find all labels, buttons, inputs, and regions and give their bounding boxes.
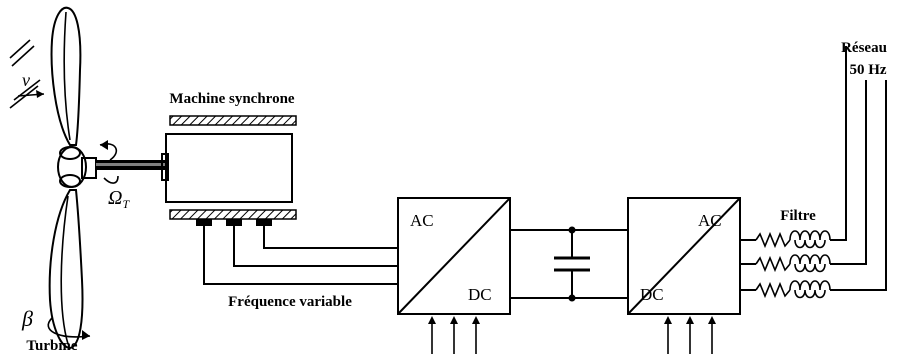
variable-frequency-label: Fréquence variable [228, 294, 352, 310]
dc-bus-capacitor [510, 226, 628, 302]
omega-label: ΩT [108, 187, 130, 211]
rectifier-dc-label: DC [468, 285, 492, 304]
turbine-label: Turbine [26, 338, 77, 354]
machine-output-wires [203, 226, 398, 285]
grid-label: Réseau [841, 40, 887, 56]
wind-speed-label: v [22, 70, 30, 90]
inverter-ac-label: AC [698, 211, 722, 230]
synchronous-machine: Machine synchrone [161, 91, 297, 226]
shaft: ΩT [96, 140, 166, 211]
grid-connection: Réseau 50 Hz [841, 40, 887, 78]
machine-label: Machine synchrone [169, 91, 294, 107]
rectifier-converter: AC DC [397, 197, 511, 354]
grid-frequency-label: 50 Hz [849, 62, 886, 78]
filter-phase-2 [740, 80, 867, 273]
filter-phase-3 [740, 80, 887, 299]
wind-arrows: v [9, 39, 45, 109]
pitch-angle-label: β [21, 306, 33, 331]
filter-label: Filtre [780, 208, 816, 224]
turbine-rotor: β [21, 6, 97, 350]
rectifier-ac-label: AC [410, 211, 434, 230]
inverter-dc-label: DC [640, 285, 664, 304]
inverter-converter: AC DC [627, 197, 741, 354]
filter-phase-1 [740, 46, 847, 249]
